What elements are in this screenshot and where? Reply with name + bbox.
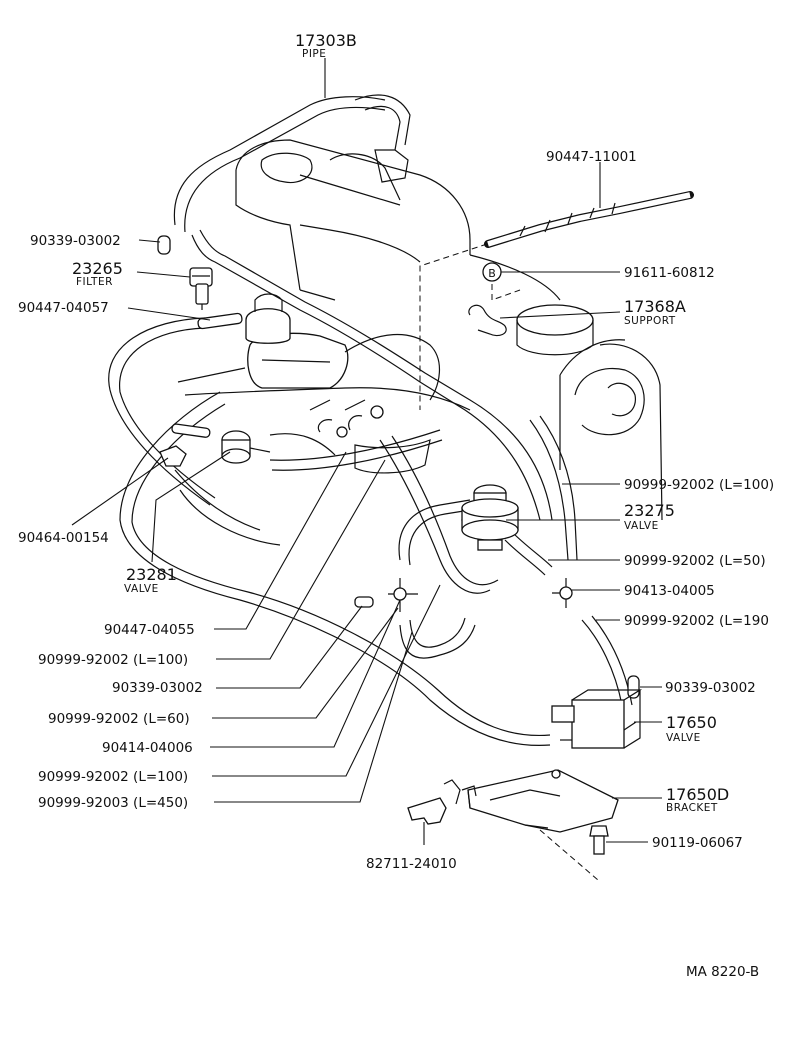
callout-17650-number: 17650 [666,713,717,732]
support-17368a [468,304,507,337]
marker-b-letter: B [488,267,496,280]
callout-23275-name: VALVE [624,520,659,532]
tee-90413 [552,578,573,608]
callout-90447-04055: 90447-04055 [104,622,195,638]
bracket-17650d [467,769,619,833]
callout-90999-92002-l60: 90999-92002 (L=60) [48,711,190,727]
reservoir-cap [516,304,594,336]
callout-90999-92002-l100-c: 90999-92002 (L=100) [38,769,188,785]
callout-90464-00154: 90464-00154 [18,530,109,546]
callout-90999-92002-l50: 90999-92002 (L=50) [624,553,766,569]
valve-23281 [221,430,271,464]
callout-23281-name: VALVE [124,583,159,595]
callout-90339-03002-b: 90339-03002 [112,680,203,696]
leader-lines [71,58,662,845]
callout-90999-92003-l450: 90999-92003 (L=450) [38,795,188,811]
callout-90339-03002-a: 90339-03002 [30,233,121,249]
callout-82711-24010: 82711-24010 [366,856,457,872]
callout-17368a-name: SUPPORT [624,315,676,327]
callout-90999-92002-l100-a: 90999-92002 (L=100) [624,477,774,493]
valve-23275 [461,484,519,551]
callout-17650-name: VALVE [666,732,701,744]
callout-17368a-number: 17368A [624,297,686,316]
parts: B [157,191,694,855]
clip-90464 [159,445,187,467]
tee-90414 [388,578,418,612]
callout-17650d-name: BRACKET [666,802,718,814]
callout-90339-03002-c: 90339-03002 [665,680,756,696]
throttle-body [245,308,291,344]
hose-90447-11001 [484,191,694,248]
callout-17303b-name: PIPE [302,48,326,60]
bracket-82711 [407,779,477,825]
vacuum-pipes [108,94,633,747]
engine-outline [174,139,663,546]
filter-23265 [189,267,213,310]
reference-lines [419,243,599,881]
bolt-90119 [589,825,609,855]
diagram-code: MA 8220-B [686,964,759,980]
callout-90447-11001: 90447-11001 [546,149,637,165]
callout-90999-92002-l190: 90999-92002 (L=190 [624,613,769,629]
callout-labels: 17303B PIPE 90447-11001 90339-03002 2326… [18,31,774,980]
vsv-17650 [551,689,643,749]
callout-90999-92002-l100-b: 90999-92002 (L=100) [38,652,188,668]
callout-90119-06067: 90119-06067 [652,835,743,851]
callout-90413-04005: 90413-04005 [624,583,715,599]
callout-23265-number: 23265 [72,259,123,278]
callout-23281-number: 23281 [126,565,177,584]
callout-91611-60812: 91611-60812 [624,265,715,281]
callout-17303b-number: 17303B [295,31,357,50]
callout-17650d-number: 17650D [666,785,729,804]
callout-23275-number: 23275 [624,501,675,520]
callout-90414-04006: 90414-04006 [102,740,193,756]
callout-23265-name: FILTER [76,276,113,288]
callout-90447-04057: 90447-04057 [18,300,109,316]
plug-90339-center [354,596,374,608]
plug-90339-upper [157,235,171,255]
